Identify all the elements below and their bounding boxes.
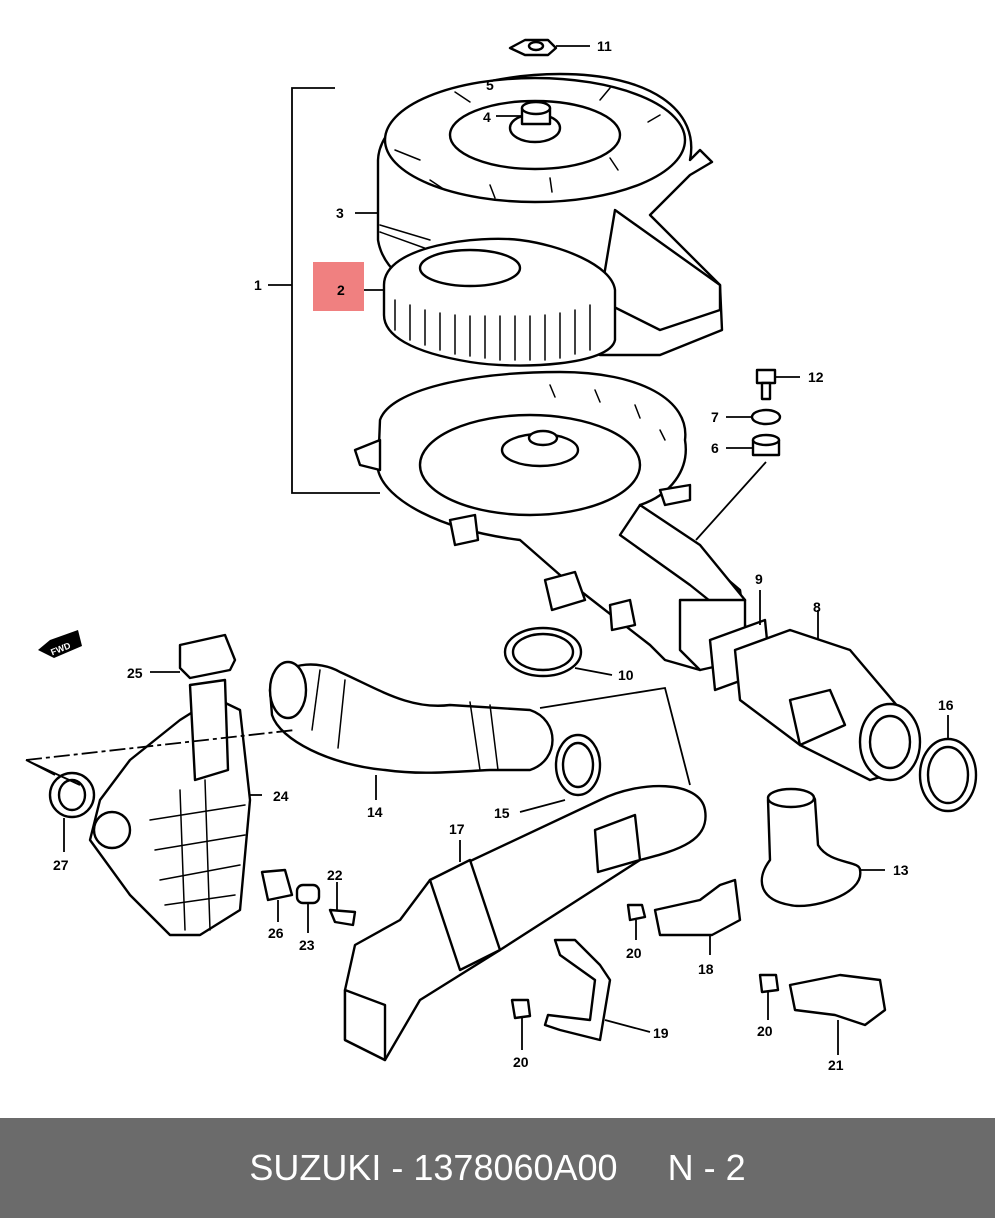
grommet-6[interactable] [726,433,781,457]
nut-4[interactable] [496,100,552,126]
callout-4: 4 [483,109,491,125]
cap-25[interactable] [150,633,237,680]
nut-20-c[interactable] [758,973,780,1020]
intake-duct-8[interactable] [733,610,922,782]
callout-21: 21 [828,1057,844,1073]
parts-diagram: FWD 1 2 3 4 5 6 7 8 9 10 11 12 13 14 15 … [25,38,978,1073]
bracket-18[interactable] [653,878,742,955]
callout-8: 8 [813,599,821,615]
callout-23: 23 [299,937,315,953]
footer-brand: SUZUKI [249,1147,382,1188]
bolt-12[interactable] [755,368,800,401]
hose-clamp-15[interactable] [519,733,602,813]
callout-2: 2 [337,282,345,298]
footer-gap [618,1147,668,1189]
collar-23[interactable] [295,883,321,933]
hose-clamp-16[interactable] [918,715,978,813]
nut-20-b[interactable] [510,998,532,1050]
bracket-21[interactable] [788,973,887,1055]
air-cleaner-lower-case[interactable] [353,370,747,672]
callout-13: 13 [893,862,909,878]
leader-27-dashed [25,729,296,761]
callout-27: 27 [53,857,69,873]
seal-ring-10[interactable] [503,626,613,678]
callout-9: 9 [755,571,763,587]
stay-19[interactable] [543,938,651,1042]
callout-7: 7 [711,409,719,425]
callout-17: 17 [449,821,465,837]
callout-18: 18 [698,961,714,977]
washer-7[interactable] [726,408,782,426]
nut-20-a[interactable] [626,903,647,940]
elbow-hose-13[interactable] [760,787,885,908]
footer-bar: SUZUKI - 1378060A00 N - 2 [0,1118,995,1218]
footer-page-ref: N - 2 [667,1147,746,1188]
exploded-view: FWD 1 2 3 4 5 6 7 8 9 10 11 12 13 14 15 … [25,38,978,1073]
callout-22: 22 [327,867,343,883]
footer-separator: - [381,1147,414,1188]
callout-20c: 20 [757,1023,773,1039]
resonator-24[interactable] [88,678,262,937]
footer-part-number: 1378060A00 [413,1147,618,1188]
callout-15: 15 [494,805,510,821]
callout-16: 16 [938,697,954,713]
fwd-arrow: FWD [38,630,82,658]
callout-5: 5 [486,77,494,93]
assembly-bracket [291,87,380,494]
leader-15-17 [539,686,691,786]
callout-14: 14 [367,804,383,820]
callout-3: 3 [336,205,344,221]
intake-hose-14[interactable] [268,660,554,800]
callout-19: 19 [653,1025,669,1041]
callout-20b: 20 [513,1054,529,1070]
clip-22[interactable] [328,882,357,927]
callout-1: 1 [254,277,262,293]
callout-12: 12 [808,369,824,385]
air-cleaner-upper-case-3[interactable] [355,72,724,357]
ring-27[interactable] [48,771,96,852]
leader-to-bracket [695,461,767,541]
air-filter-element-2[interactable] [364,237,617,367]
callout-25: 25 [127,665,143,681]
callout-24: 24 [273,788,289,804]
callout-6: 6 [711,440,719,456]
callout-11: 11 [597,38,612,54]
callout-20a: 20 [626,945,642,961]
grommet-26[interactable] [260,868,294,922]
air-duct-17[interactable] [343,784,707,1062]
wing-nut-11[interactable] [508,38,590,57]
highlight-box [313,262,364,311]
callout-26: 26 [268,925,284,941]
callout-10: 10 [618,667,634,683]
